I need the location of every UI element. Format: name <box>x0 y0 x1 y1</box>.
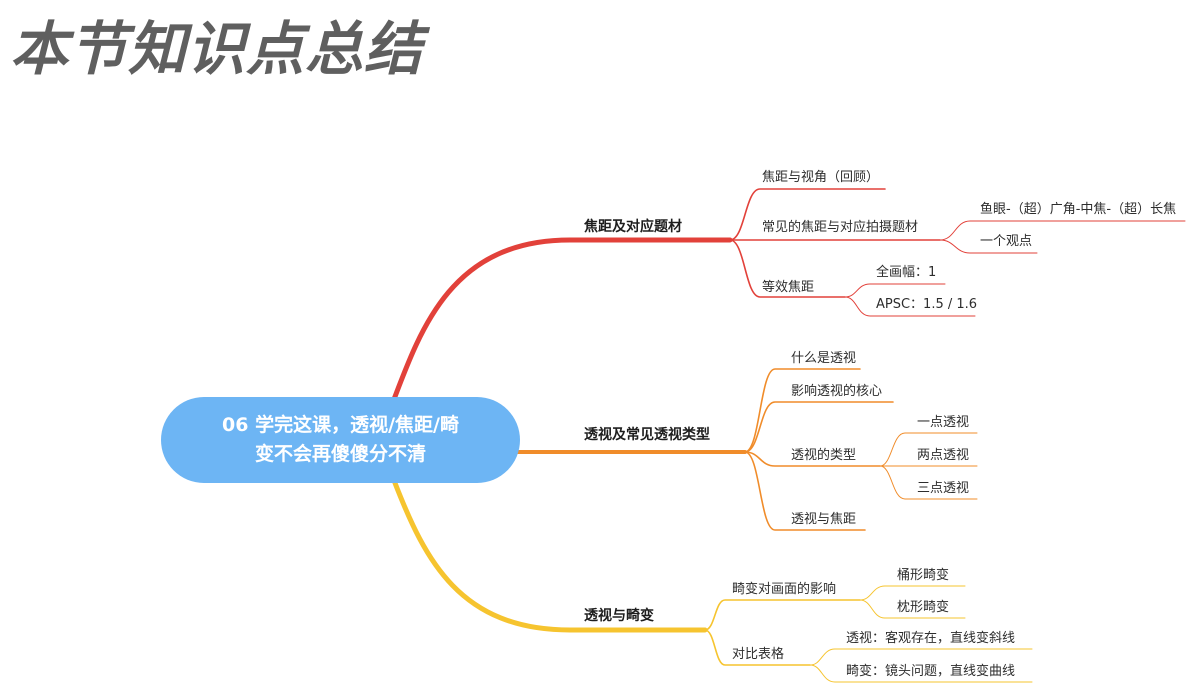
b3-sub-edge-4 <box>809 664 1033 683</box>
b2-node-3-3[interactable]: 三点透视 <box>917 481 970 496</box>
b3-sub-edge-3 <box>809 648 1033 666</box>
b2-node-3-1[interactable]: 一点透视 <box>917 415 970 430</box>
b3-edge-1 <box>704 599 861 631</box>
b3-node-1-2[interactable]: 枕形畸变 <box>897 600 950 615</box>
b1-sub-edge-2 <box>939 239 1038 254</box>
branch-2-label[interactable]: 透视及常见透视类型 <box>584 427 710 443</box>
b1-node-3[interactable]: 等效焦距 <box>762 280 815 295</box>
b1-sub-edge-3 <box>844 283 946 298</box>
b1-sub-edge-1 <box>939 220 1186 241</box>
branch-3-connectors <box>392 480 1033 683</box>
branch-1-trunk <box>387 237 733 413</box>
b2-node-2[interactable]: 影响透视的核心 <box>791 384 883 399</box>
b1-node-1[interactable]: 焦距与视角（回顾） <box>762 170 880 185</box>
b1-node-2-2[interactable]: 一个观点 <box>980 234 1033 249</box>
central-topic-line-1: 06 学完这课，透视/焦距/畸 <box>222 414 459 436</box>
b3-sub-edge-2 <box>859 599 966 619</box>
b1-node-3-2[interactable]: APSC：1.5 / 1.6 <box>876 297 978 312</box>
b2-node-3[interactable]: 透视的类型 <box>791 448 857 463</box>
b1-node-2[interactable]: 常见的焦距与对应拍摄题材 <box>762 220 919 235</box>
b2-sub-edge-1 <box>879 432 978 467</box>
b1-edge-1 <box>729 188 886 241</box>
branch-1-connectors <box>387 188 1186 413</box>
b3-node-2-2[interactable]: 畸变：镜头问题，直线变曲线 <box>846 664 1016 679</box>
b2-edge-4 <box>744 451 866 531</box>
b3-node-1-1[interactable]: 桶形畸变 <box>897 568 950 583</box>
b2-edge-1 <box>744 368 861 453</box>
b3-node-2[interactable]: 对比表格 <box>732 647 785 662</box>
b3-sub-edge-1 <box>859 585 966 601</box>
b1-node-2-1[interactable]: 鱼眼-（超）广角-中焦-（超）长焦 <box>980 202 1177 217</box>
b3-edge-2 <box>704 629 811 666</box>
b2-sub-edge-3 <box>879 465 978 500</box>
b3-node-1[interactable]: 畸变对画面的影响 <box>732 582 837 597</box>
central-topic[interactable]: 06 学完这课，透视/焦距/畸 变不会再傻傻分不清 <box>161 397 520 483</box>
b2-node-1[interactable]: 什么是透视 <box>791 351 857 366</box>
page-title: 本节知识点总结 <box>10 15 424 83</box>
branch-3-trunk <box>392 480 708 633</box>
b1-node-3-1[interactable]: 全画幅：1 <box>876 265 937 280</box>
branch-1-label[interactable]: 焦距及对应题材 <box>584 219 682 235</box>
b1-edge-3 <box>729 239 846 298</box>
b1-sub-edge-4 <box>844 296 976 317</box>
b3-node-2-1[interactable]: 透视：客观存在，直线变斜线 <box>846 631 1016 646</box>
branch-2-connectors <box>513 368 978 531</box>
b2-node-4[interactable]: 透视与焦距 <box>791 512 857 527</box>
branch-3-label[interactable]: 透视与畸变 <box>584 608 654 624</box>
central-topic-line-2: 变不会再傻傻分不清 <box>254 443 426 465</box>
b2-node-3-2[interactable]: 两点透视 <box>917 448 970 463</box>
b2-edge-2 <box>744 401 894 453</box>
b2-edge-3 <box>744 451 881 467</box>
